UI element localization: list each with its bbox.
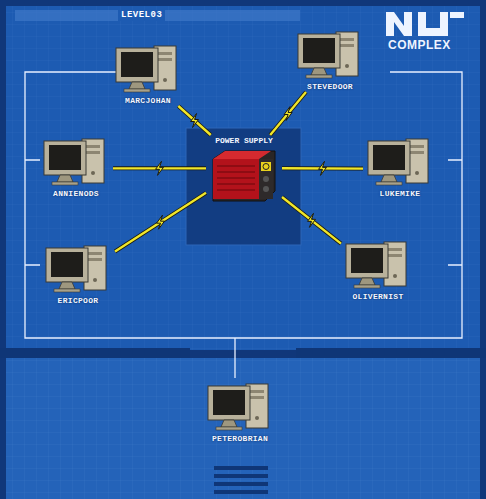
power-cable [282, 197, 341, 244]
computer-node: MARCJOHAN [112, 40, 184, 105]
level-title: LEVEL03 [118, 10, 165, 21]
computer-icon [294, 26, 366, 82]
power-cable [178, 106, 210, 135]
power-cable [282, 161, 363, 175]
logo-text: COMPLEX [388, 38, 451, 52]
component-label: POWER SUPPLY [207, 136, 281, 145]
computer-node: PETEROBRIAN [204, 378, 276, 443]
computer-icon [204, 378, 276, 434]
computer-name: PETEROBRIAN [204, 434, 276, 443]
computer-name: STEVEDOOR [294, 82, 366, 91]
computer-node: OLIVERNIST [342, 236, 414, 301]
lightning-symbol [284, 107, 292, 121]
computer-name: MARCJOHAN [112, 96, 184, 105]
computer-name: ANNIENODS [40, 189, 112, 198]
power-supply-box [209, 147, 279, 205]
lightning-symbol [157, 215, 165, 229]
computer-name: LUKEMIKE [364, 189, 436, 198]
computer-node: ANNIENODS [40, 133, 112, 198]
computer-icon [342, 236, 414, 292]
power-cable [270, 92, 306, 135]
computer-icon [42, 240, 114, 296]
computer-icon [40, 133, 112, 189]
power-cable [113, 161, 206, 175]
computer-name: ERICPOOR [42, 296, 114, 305]
computer-node: LUKEMIKE [364, 133, 436, 198]
computer-node: ERICPOOR [42, 240, 114, 305]
lightning-symbol [156, 161, 164, 175]
computer-name: OLIVERNIST [342, 292, 414, 301]
lightning-symbol [319, 161, 327, 175]
lightning-symbol [308, 213, 316, 227]
power-cable [115, 193, 206, 252]
power-supply: POWER SUPPLY [207, 136, 281, 205]
computer-icon [364, 133, 436, 189]
lightning-symbol [191, 114, 199, 128]
computer-icon [112, 40, 184, 96]
computer-node: STEVEDOOR [294, 26, 366, 91]
